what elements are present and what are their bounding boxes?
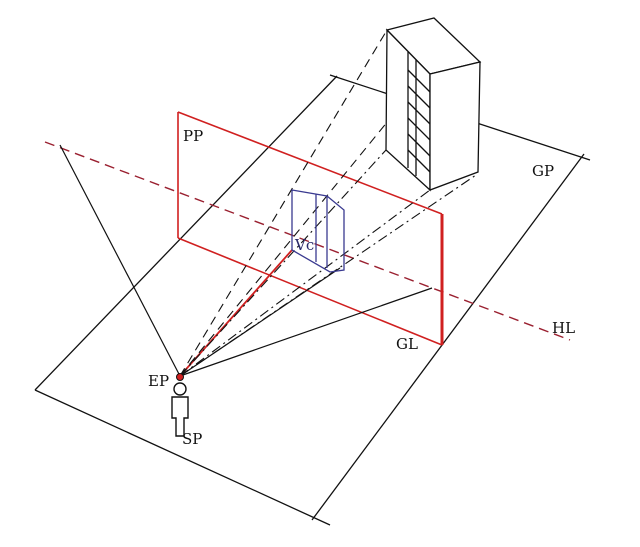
label-ep: EP bbox=[148, 372, 169, 390]
cabinet-rung bbox=[407, 117, 431, 141]
ray-to-top-left bbox=[179, 29, 388, 377]
eye-point-marker bbox=[176, 373, 184, 381]
ground-plane-left-edge bbox=[34, 75, 338, 391]
label-pp: PP bbox=[183, 127, 203, 145]
ground-line bbox=[177, 237, 443, 346]
ray-right bbox=[179, 287, 433, 377]
ray-to-bottom-left bbox=[179, 149, 387, 377]
solid-rays bbox=[59, 144, 433, 377]
label-gl: GL bbox=[396, 335, 418, 353]
ground-plane-front-edge bbox=[34, 389, 331, 526]
picture-plane bbox=[177, 111, 444, 377]
cabinet-rung bbox=[407, 149, 431, 173]
label-sp: SP bbox=[182, 430, 202, 448]
cabinet-rung bbox=[407, 101, 431, 125]
projected-image bbox=[291, 189, 345, 273]
ray-to-bottom-front bbox=[179, 189, 431, 377]
ray-left bbox=[59, 144, 181, 377]
object-cabinet bbox=[385, 17, 482, 192]
cabinet-rung bbox=[407, 133, 431, 157]
label-vc: Vc bbox=[294, 236, 314, 254]
observer-body bbox=[171, 396, 189, 437]
picture-plane-top-edge bbox=[177, 111, 443, 215]
cabinet-rung bbox=[407, 85, 431, 109]
observer-head bbox=[173, 382, 187, 396]
ray-center bbox=[179, 267, 341, 377]
ground-plane-right-edge bbox=[311, 153, 585, 521]
cabinet-rung bbox=[407, 69, 431, 93]
ray-to-top-front bbox=[179, 71, 429, 377]
ground-plane bbox=[34, 74, 591, 526]
observer-figure bbox=[171, 382, 189, 437]
horizon-line bbox=[44, 141, 571, 341]
cabinet-front-face bbox=[429, 61, 481, 191]
label-gp: GP bbox=[532, 162, 554, 180]
label-hl: HL bbox=[552, 319, 575, 337]
